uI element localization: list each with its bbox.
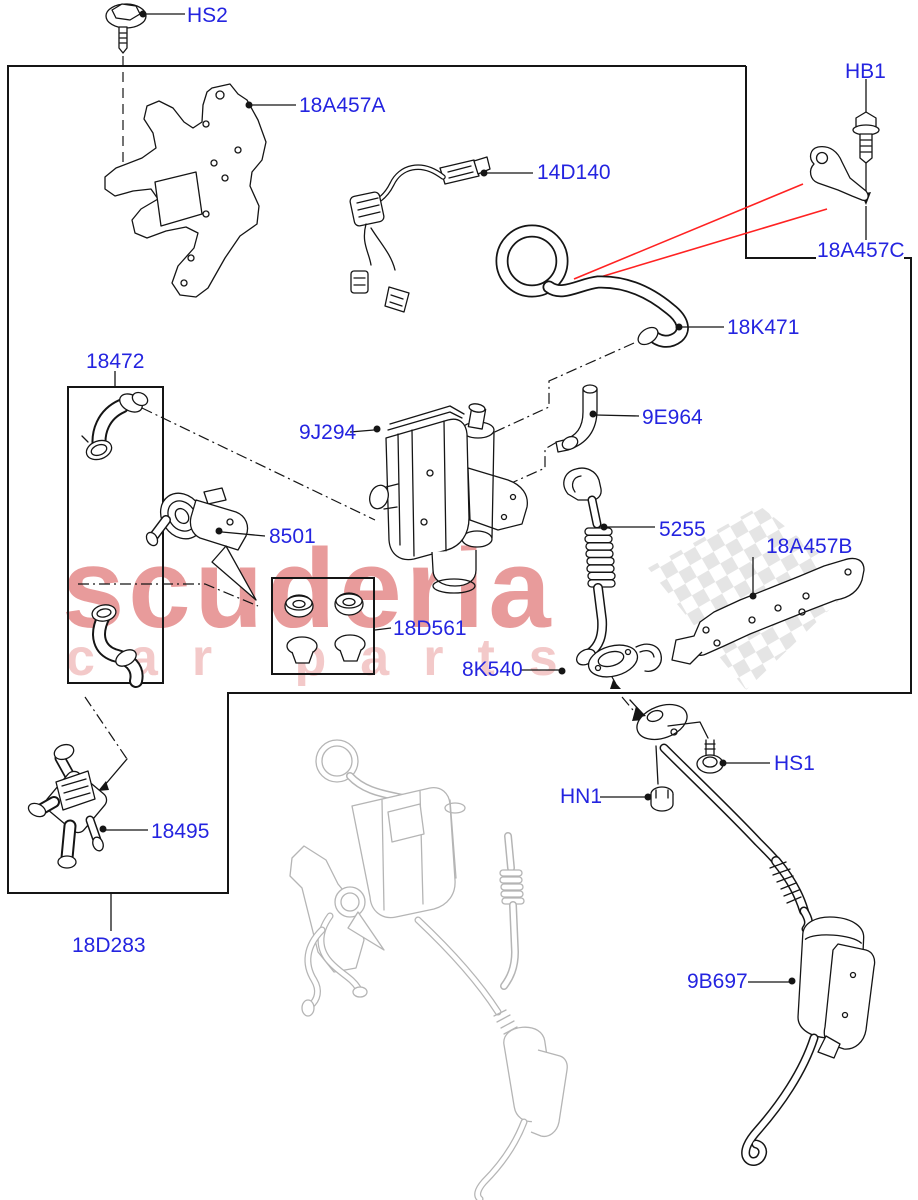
18495-valve-drawing (27, 743, 108, 869)
part-label-8k540[interactable]: 8K540 (462, 658, 523, 681)
red-pointer-lines (573, 183, 828, 285)
9j294-heater-drawing (369, 403, 528, 594)
18a457b-bracket-drawing (671, 557, 865, 665)
9b697-exhaust-pipe-drawing (659, 743, 813, 934)
9b697-muffler-drawing (741, 916, 876, 1166)
exhaust-mount-drawing (629, 699, 709, 785)
hs1-stud-drawing (696, 739, 724, 774)
leader-lines (99, 10, 796, 985)
part-label-hb1[interactable]: HB1 (845, 60, 886, 83)
9e964-pipe-drawing (555, 384, 598, 453)
part-label-18495[interactable]: 18495 (151, 820, 210, 843)
18a457a-bracket-drawing (104, 83, 267, 298)
part-label-18d283[interactable]: 18D283 (72, 934, 146, 957)
faded-assembly-reference (289, 739, 568, 1200)
part-label-18a457c[interactable]: 18A457C (817, 239, 905, 262)
18472-hoses-drawing (81, 391, 149, 688)
part-label-hn1[interactable]: HN1 (560, 785, 603, 808)
part-label-9j294[interactable]: 9J294 (299, 421, 357, 444)
part-label-8501[interactable]: 8501 (269, 525, 316, 548)
watermark-text: scuderia (62, 526, 555, 651)
diagram-frame (7, 65, 912, 894)
8k540-flange-drawing (587, 643, 662, 678)
part-label-9e964[interactable]: 9E964 (642, 406, 703, 429)
hn1-nut-drawing (650, 786, 674, 812)
part-label-5255[interactable]: 5255 (659, 518, 706, 541)
hb1-bolt-drawing (852, 79, 880, 205)
18d561-grommet-kit-drawing (284, 592, 366, 664)
8501-pump-drawing (145, 487, 257, 601)
part-label-hs2[interactable]: HS2 (187, 4, 228, 27)
part-label-18472[interactable]: 18472 (86, 350, 145, 373)
18a457c-bracket-drawing (809, 146, 869, 240)
14d140-harness-drawing (349, 156, 491, 313)
part-label-hs1[interactable]: HS1 (774, 752, 815, 775)
hs2-bolt-drawing (105, 3, 147, 54)
part-label-18d561[interactable]: 18D561 (393, 617, 467, 640)
part-label-18k471[interactable]: 18K471 (727, 316, 800, 339)
5255-pipe-drawing (563, 467, 616, 666)
part-label-18a457b[interactable]: 18A457B (766, 535, 853, 558)
18k471-hose-drawing (495, 224, 689, 348)
part-label-14d140[interactable]: 14D140 (537, 161, 611, 184)
part-label-18a457a[interactable]: 18A457A (299, 94, 386, 117)
part-label-9b697[interactable]: 9B697 (687, 970, 748, 993)
